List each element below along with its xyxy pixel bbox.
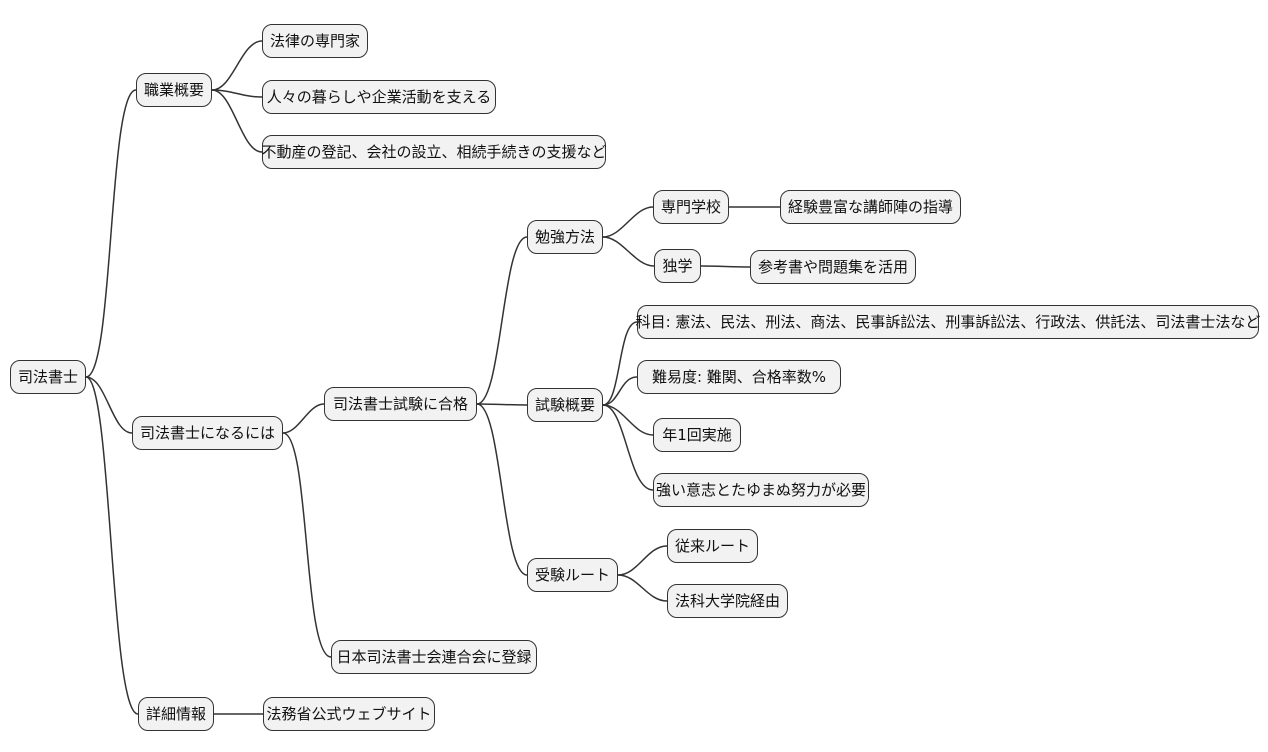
edge-pass-exam-to-exam-routes	[476, 403, 528, 576]
node-more-info: 詳細情報	[138, 697, 214, 731]
node-exam-frequency: 年1回実施	[653, 418, 741, 452]
node-law-school-route: 法科大学院経由	[667, 584, 788, 618]
edge-job-overview-to-services-examples	[211, 89, 263, 153]
node-support-daily-life: 人々の暮らしや企業活動を支える	[262, 80, 496, 114]
node-services-examples: 不動産の登記、会社の設立、相続手続きの支援など	[262, 135, 607, 169]
node-traditional-route: 従来ルート	[667, 529, 758, 563]
node-reference-books: 参考書や問題集を活用	[750, 250, 916, 284]
edge-study-methods-to-self-study	[602, 236, 655, 267]
edge-exam-routes-to-law-school-route	[617, 574, 668, 602]
node-prep-school: 専門学校	[653, 190, 729, 224]
node-exam-subjects: 科目: 憲法、民法、刑法、商法、民事訴訟法、刑事訴訟法、行政法、供託法、司法書士…	[636, 305, 1260, 339]
node-moj-website: 法務省公式ウェブサイト	[263, 697, 435, 731]
node-study-methods: 勉強方法	[527, 220, 603, 254]
node-strong-will: 強い意志とたゆまぬ努力が必要	[653, 473, 869, 507]
node-exam-overview: 試験概要	[527, 388, 603, 422]
edge-exam-overview-to-exam-subjects	[602, 321, 638, 406]
edge-how-to-become-to-register-federation	[282, 432, 332, 658]
edge-self-study-to-reference-books	[700, 265, 751, 268]
node-pass-exam: 司法書士試験に合格	[324, 387, 477, 421]
edge-exam-routes-to-traditional-route	[617, 545, 668, 576]
edge-root-to-more-info	[85, 376, 139, 715]
node-how-to-become: 司法書士になるには	[132, 416, 283, 450]
edge-study-methods-to-prep-school	[602, 206, 654, 238]
node-experienced-instructors: 経験豊富な講師陣の指導	[780, 190, 961, 224]
node-self-study: 独学	[654, 249, 701, 283]
edge-exam-overview-to-strong-will	[602, 404, 654, 491]
edge-job-overview-to-legal-expert	[211, 40, 263, 91]
node-register-federation: 日本司法書士会連合会に登録	[331, 640, 537, 674]
edge-how-to-become-to-pass-exam	[282, 403, 325, 434]
edge-pass-exam-to-study-methods	[476, 236, 528, 405]
edge-exam-overview-to-exam-difficulty	[602, 376, 638, 406]
node-legal-expert: 法律の専門家	[262, 24, 368, 58]
edge-root-to-job-overview	[85, 89, 137, 378]
edge-root-to-how-to-become	[85, 376, 133, 434]
node-root: 司法書士	[10, 360, 86, 394]
node-job-overview: 職業概要	[136, 73, 212, 107]
edge-job-overview-to-support-daily-life	[211, 89, 263, 98]
node-exam-routes: 受験ルート	[527, 558, 618, 592]
node-exam-difficulty: 難易度: 難関、合格率数%	[637, 360, 841, 394]
edge-pass-exam-to-exam-overview	[476, 403, 528, 406]
